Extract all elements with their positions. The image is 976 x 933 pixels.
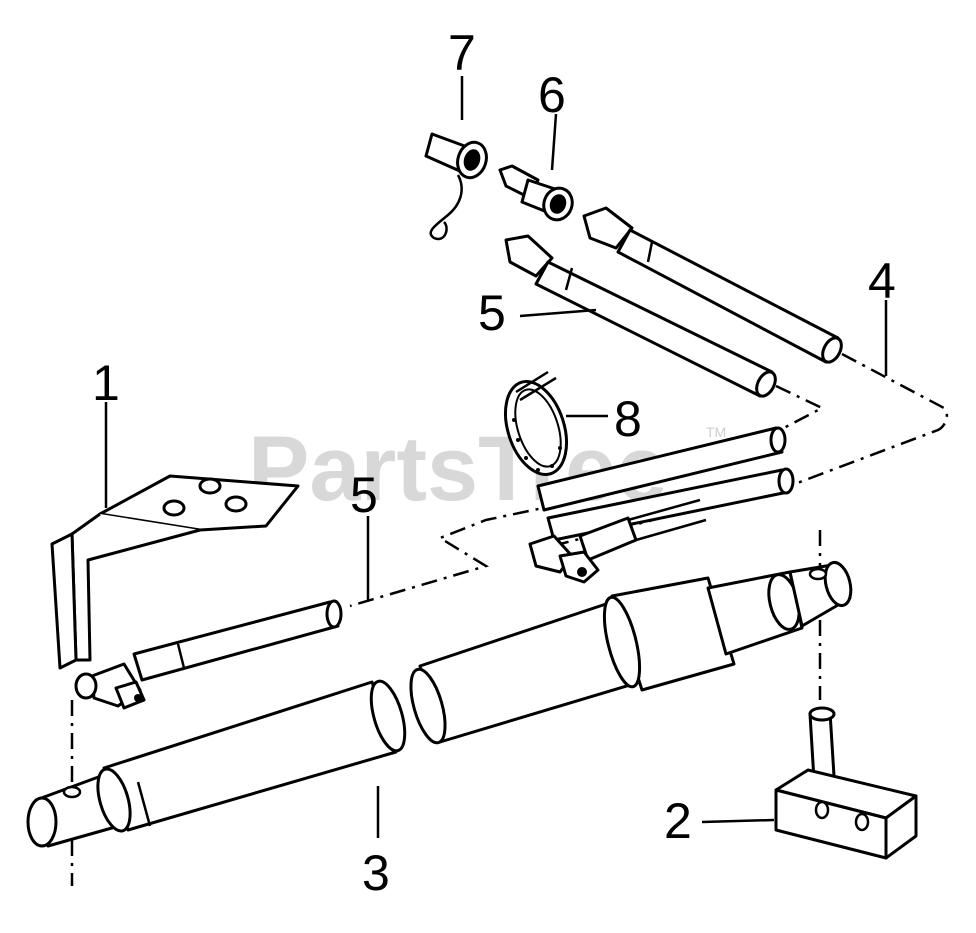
part-2-mount-block (774, 706, 918, 860)
part-1-bracket (50, 474, 300, 670)
part-7-valve-cap (424, 132, 488, 241)
part-4-hose-upper (582, 206, 843, 364)
callout-7: 7 (448, 25, 476, 81)
part-3-cylinder-right (409, 560, 853, 745)
callout-labels: 7 6 5 4 8 1 5 3 2 (92, 25, 896, 901)
callout-4: 4 (868, 253, 896, 309)
callout-8: 8 (614, 391, 642, 447)
callout-6: 6 (538, 67, 566, 123)
watermark-trademark: TM (706, 424, 726, 440)
callout-5-upper: 5 (478, 285, 506, 341)
part-5-hose-upper (504, 234, 777, 398)
watermark: PartsTree TM (248, 418, 726, 520)
part-6-valve-adapter (498, 164, 574, 222)
callout-1: 1 (92, 355, 120, 411)
callout-5-lower: 5 (350, 467, 378, 523)
part-3-cylinder-left (26, 679, 407, 848)
middle-hose-segments (536, 426, 795, 542)
leader-lines (104, 76, 888, 838)
part-4-break-line (559, 352, 949, 546)
part-8-hose-clamp (504, 370, 568, 476)
lower-right-hose-fitting (528, 498, 707, 584)
part-5-hose-lower (74, 599, 343, 710)
callout-2: 2 (664, 793, 692, 849)
watermark-text: PartsTree (248, 418, 667, 520)
part-5-break-line (349, 384, 825, 608)
callout-3: 3 (362, 845, 390, 901)
